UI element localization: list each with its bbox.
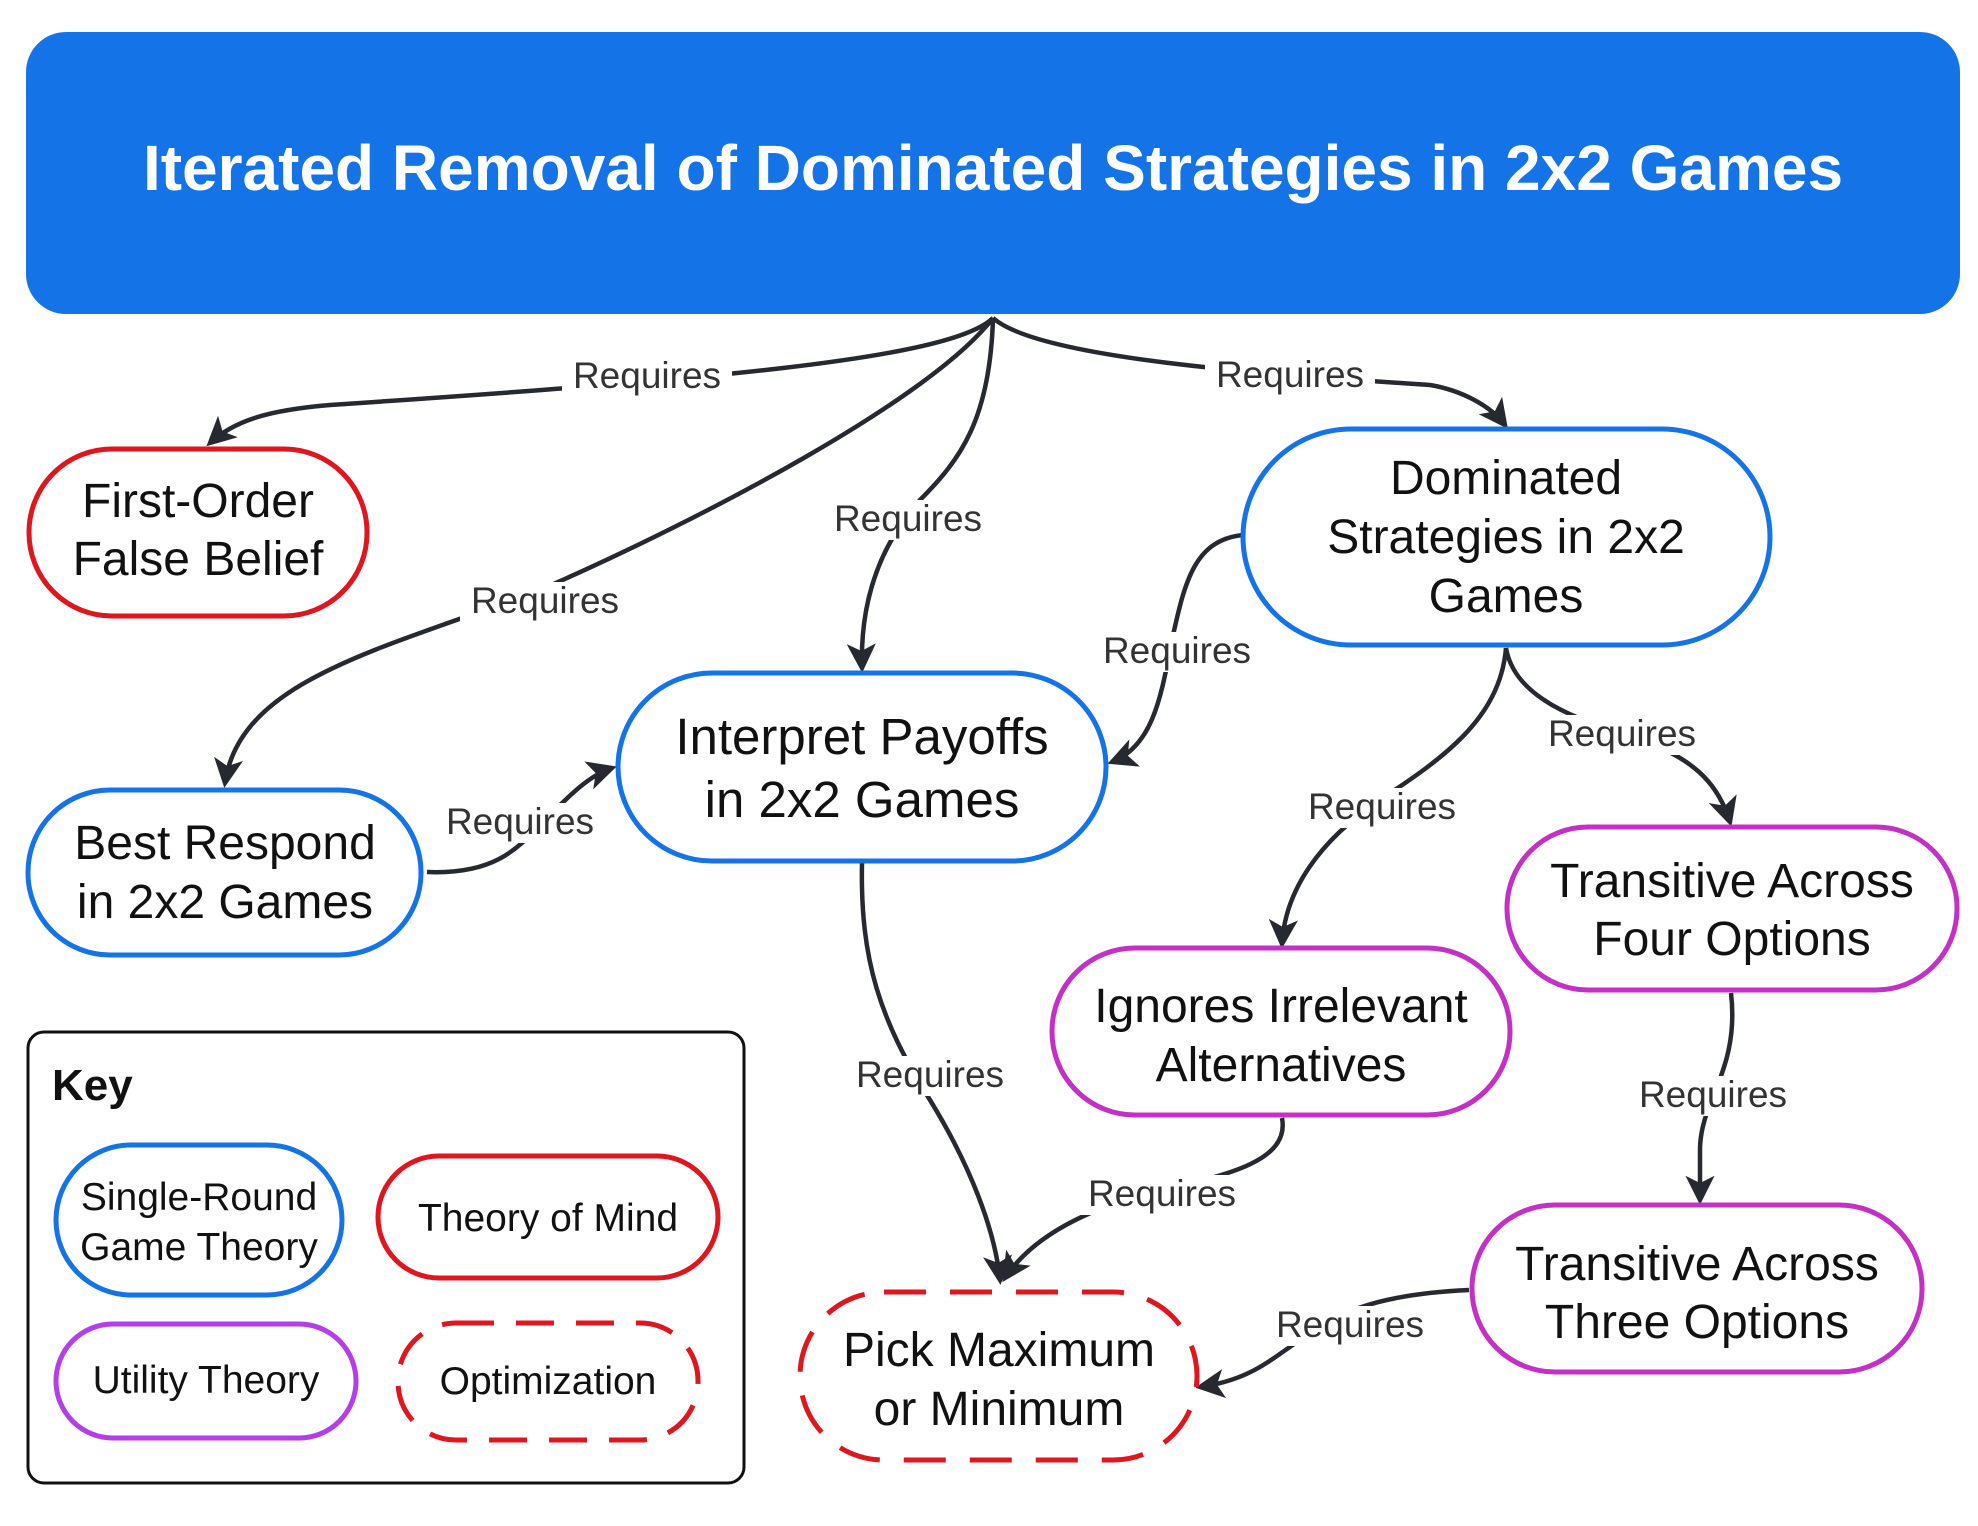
- node-transitive-four: Transitive Across Four Options: [1504, 824, 1960, 993]
- legend-theory-of-mind: Theory of Mind: [375, 1153, 721, 1281]
- title-banner: Iterated Removal of Dominated Strategies…: [26, 32, 1960, 314]
- edge-label-requires: Requires: [834, 498, 982, 539]
- node-ignores-irrelevant: Ignores Irrelevant Alternatives: [1049, 945, 1513, 1118]
- edge-label-requires: Requires: [1276, 1304, 1424, 1345]
- edge-label-requires: Requires: [1639, 1074, 1787, 1115]
- legend: Key Single-Round Game Theory Theory of M…: [26, 1030, 746, 1485]
- edge-interpret-to-pick: [859, 862, 1013, 1285]
- edge-transitive-four-to-three: [1685, 992, 1735, 1205]
- edge-label-requires: Requires: [1216, 354, 1364, 395]
- node-label-line: Three Options: [1545, 1296, 1849, 1349]
- edge-title-to-interpret: [846, 317, 996, 673]
- node-label-line: Pick Maximum: [843, 1324, 1155, 1377]
- legend-label-line: Single-Round: [81, 1176, 317, 1219]
- edge-labels: Requires Requires Requires Requires Requ…: [435, 354, 1798, 1346]
- node-label-line: Dominated: [1390, 452, 1622, 505]
- node-label-line: Transitive Across: [1550, 855, 1914, 908]
- legend-label: Optimization: [440, 1360, 657, 1403]
- edge-label-requires: Requires: [1088, 1173, 1236, 1214]
- edge-label-requires: Requires: [471, 580, 619, 621]
- legend-title: Key: [52, 1061, 133, 1110]
- edge-label-requires: Requires: [1103, 630, 1251, 671]
- node-label-line: Four Options: [1593, 913, 1870, 966]
- node-label-line: Strategies in 2x2: [1327, 511, 1685, 564]
- node-label-line: in 2x2 Games: [77, 876, 373, 929]
- legend-label: Utility Theory: [93, 1359, 320, 1402]
- node-label-line: Transitive Across: [1515, 1238, 1879, 1291]
- node-label-line: Games: [1429, 570, 1584, 623]
- node-label-line: Alternatives: [1156, 1039, 1407, 1092]
- edge-label-requires: Requires: [573, 355, 721, 396]
- legend-label-line: Game Theory: [80, 1226, 318, 1269]
- edge-label-requires: Requires: [446, 801, 594, 842]
- node-label-line: Interpret Payoffs: [675, 708, 1048, 765]
- node-pick-max-min: Pick Maximum or Minimum: [797, 1289, 1200, 1463]
- legend-optimization: Optimization: [395, 1320, 701, 1443]
- legend-single-round: Single-Round Game Theory: [53, 1142, 345, 1298]
- node-label-line: Best Respond: [74, 817, 376, 870]
- edge-label-requires: Requires: [1308, 786, 1456, 827]
- node-label-line: First-Order: [82, 475, 314, 528]
- diagram-title: Iterated Removal of Dominated Strategies…: [143, 132, 1843, 204]
- node-label-line: or Minimum: [874, 1383, 1125, 1436]
- node-interpret-payoffs: Interpret Payoffs in 2x2 Games: [615, 670, 1109, 864]
- node-label-line: in 2x2 Games: [705, 771, 1020, 828]
- edge-label-requires: Requires: [1548, 713, 1696, 754]
- node-transitive-three: Transitive Across Three Options: [1469, 1202, 1925, 1375]
- legend-label: Theory of Mind: [418, 1197, 678, 1240]
- node-best-respond: Best Respond in 2x2 Games: [25, 787, 424, 958]
- edge-label-requires: Requires: [856, 1054, 1004, 1095]
- node-first-order-false-belief: First-Order False Belief: [26, 446, 370, 619]
- legend-utility-theory: Utility Theory: [53, 1321, 359, 1441]
- node-dominated-strategies: Dominated Strategies in 2x2 Games: [1240, 426, 1773, 648]
- node-label-line: False Belief: [73, 533, 324, 586]
- node-label-line: Ignores Irrelevant: [1094, 980, 1468, 1033]
